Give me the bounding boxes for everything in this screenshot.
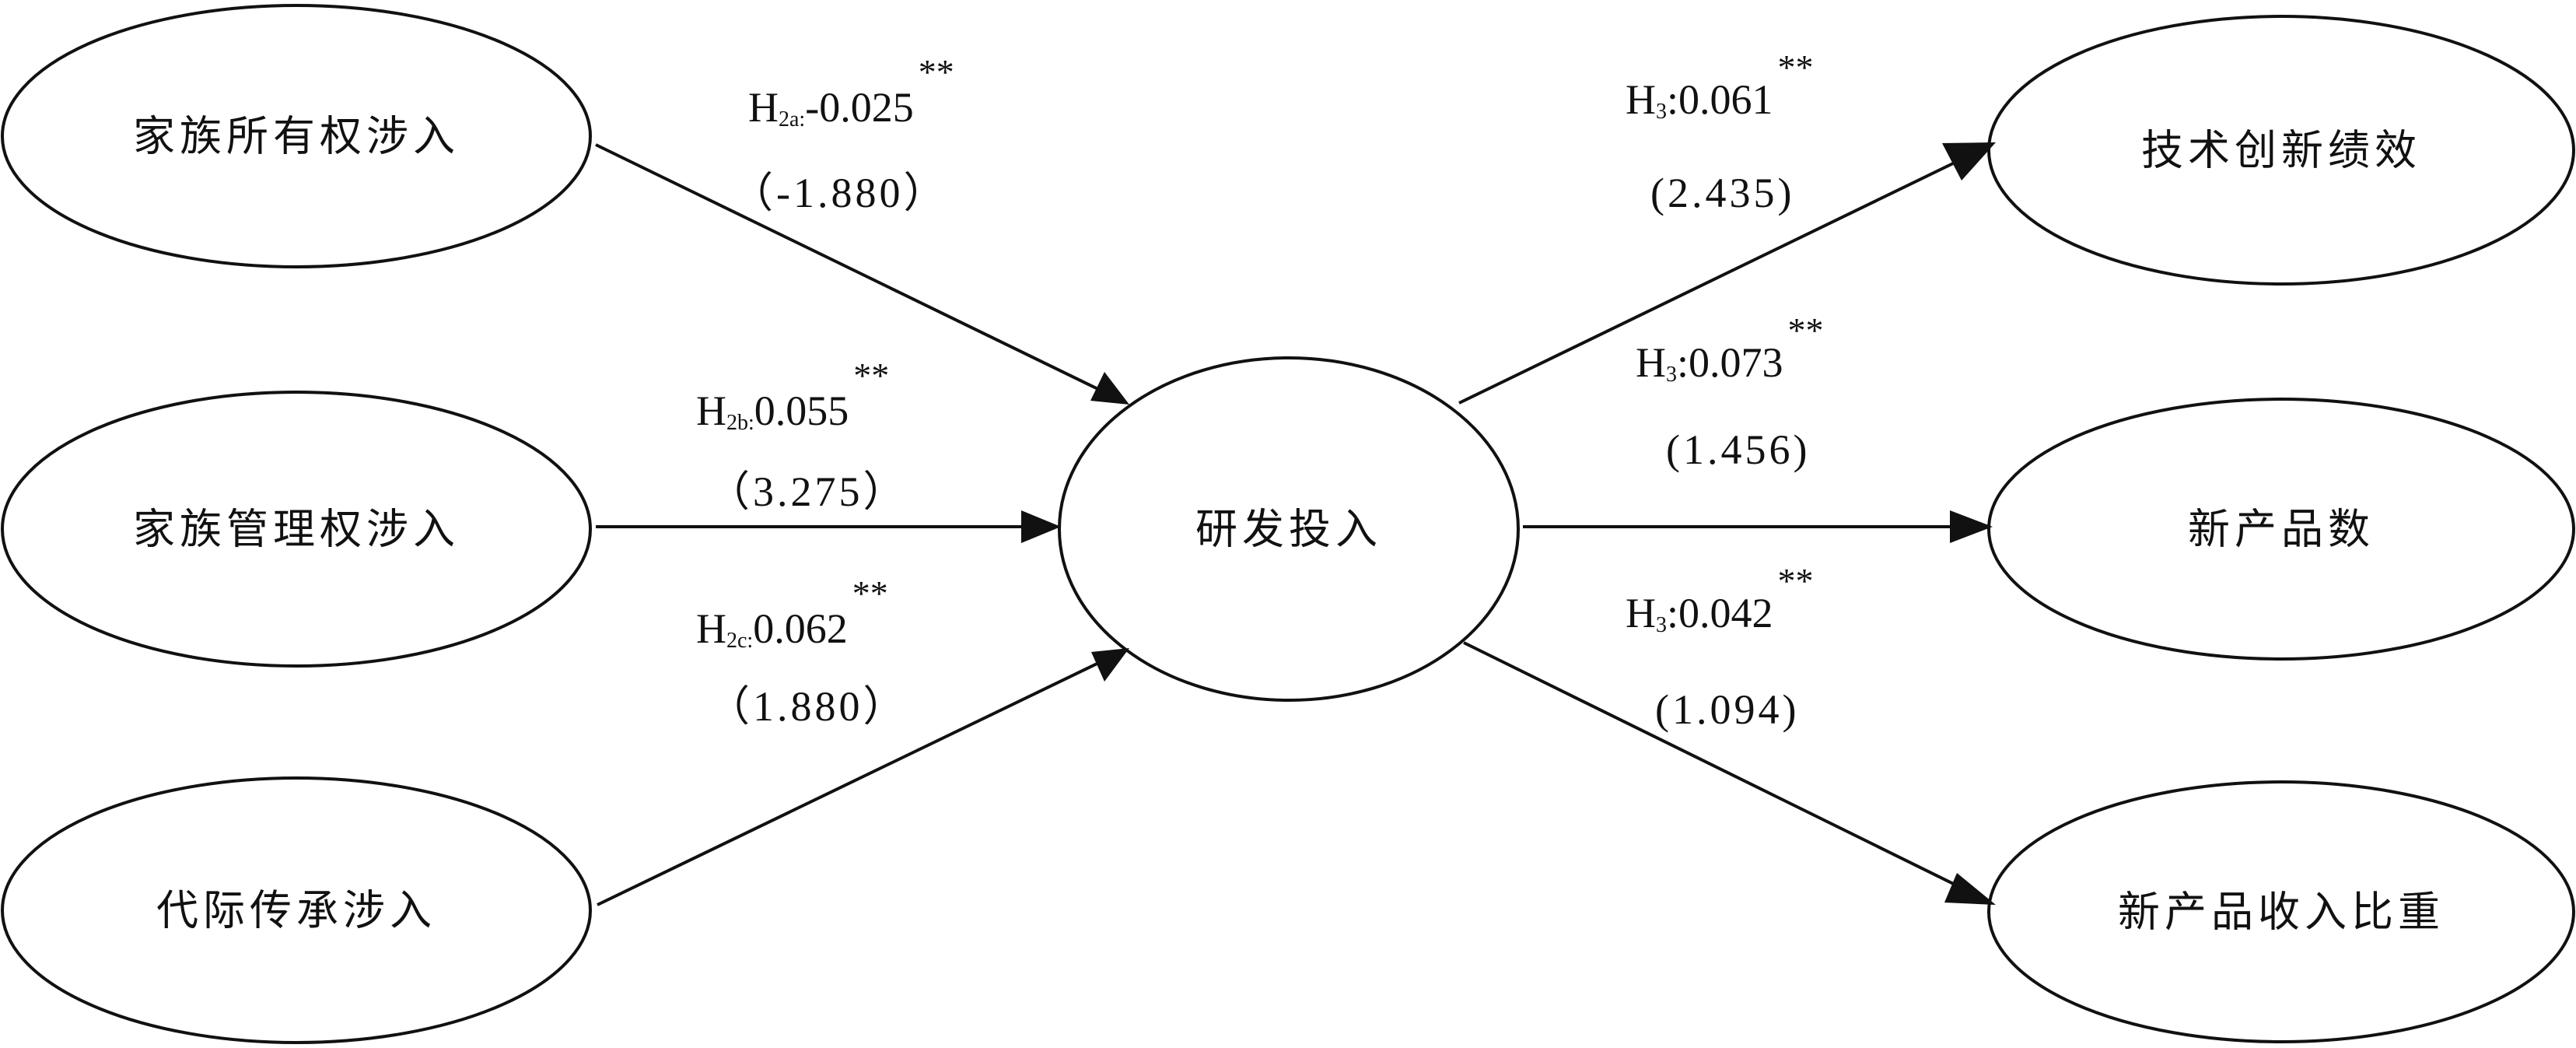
label-h2b-value: 0.055 [754,387,849,434]
node-new-product-revenue-shape [1987,780,2575,1043]
label-h2c: H2c:0.062** （1.880） [696,573,908,730]
node-intergenerational-label: 代际传承涉入 [156,886,436,935]
label-h3-products-value: :0.073 [1677,339,1783,386]
label-h3-products-tvalue: (1.456) [1666,426,1810,473]
edge-h3-revenue-line [1463,641,1976,896]
label-h2a-value: -0.025 [805,84,913,131]
edge-h2a-arrowhead [1090,372,1129,405]
label-h2c-tvalue: （1.880） [708,683,908,730]
label-h3-revenue-sub: 3 [1656,613,1667,637]
node-rd-investment: 研发投入 [1058,356,1520,702]
node-rd-investment-shape [1058,356,1520,702]
node-new-products: 新产品数 [1987,398,2575,661]
node-family-management: 家族管理权涉入 [1,391,592,668]
label-h3-revenue-letter: H [1626,590,1656,636]
label-h2a-coef: H2a:-0.025** [748,52,954,131]
label-h3-revenue-sig: ** [1778,561,1814,601]
label-h3-revenue-coef: H3:0.042** [1626,561,1814,637]
node-family-management-label: 家族管理权涉入 [133,505,460,554]
label-h2a-tvalue: （-1.880） [731,170,948,216]
label-h3-tech-value: :0.061 [1667,76,1773,123]
edge-h2b [596,510,1061,543]
label-h2b-sub: 2b: [726,411,754,435]
edge-h2a [595,143,1129,405]
label-h2b-letter: H [696,387,726,434]
label-h2b-coef: H2b:0.055** [696,356,889,435]
label-h3-tech-tvalue: (2.435) [1650,170,1794,216]
label-h2c-sub: 2c: [726,629,753,653]
label-h3-products: H3:0.073** (1.456) [1636,310,1824,473]
edge-h2c-line [597,657,1109,906]
label-h3-products-sig: ** [1788,310,1824,350]
label-h2b: H2b:0.055** （3.275） [696,356,908,515]
edge-h2c-arrowhead [1091,648,1129,682]
label-h3-tech-sub: 3 [1656,100,1667,124]
node-family-ownership-label: 家族所有权涉入 [133,112,460,161]
node-tech-innovation: 技术创新绩效 [1987,15,2575,286]
label-h3-products-coef: H3:0.073** [1636,310,1824,387]
edge-h3-revenue-arrowhead [1944,873,1996,905]
edge-h3-products [1523,510,1993,543]
edge-h3-revenue [1463,641,1996,905]
node-family-ownership: 家族所有权涉入 [1,4,592,268]
label-h2c-coef: H2c:0.062** [696,573,888,653]
edge-h3-products-arrowhead [1950,510,1993,543]
label-h2a-sub: 2a: [779,107,805,131]
label-h2a-sig: ** [919,52,954,92]
edge-h3-tech [1458,142,1996,405]
node-family-ownership-shape [1,4,592,268]
label-h2b-sig: ** [853,356,889,395]
edge-h3-tech-arrowhead [1942,142,1996,181]
node-family-management-shape [1,391,592,668]
label-h3-products-sub: 3 [1666,363,1677,387]
node-intergenerational-shape [1,776,592,1044]
label-h2a-letter: H [748,84,779,131]
edge-h2b-arrowhead [1021,510,1061,543]
label-h2a: H2a:-0.025** （-1.880） [731,52,954,216]
node-new-products-shape [1987,398,2575,661]
edge-h2c [597,648,1129,906]
node-new-products-label: 新产品数 [2188,505,2375,554]
node-intergenerational: 代际传承涉入 [1,776,592,1044]
label-h2b-tvalue: （3.275） [708,468,908,515]
edge-h2a-line [595,143,1108,395]
label-h2c-sig: ** [852,573,888,613]
label-h3-revenue: H3:0.042** (1.094) [1626,561,1814,733]
label-h2c-value: 0.062 [753,605,848,652]
node-new-product-revenue: 新产品收入比重 [1987,780,2575,1043]
label-h2c-letter: H [696,605,726,652]
label-h3-tech-letter: H [1626,76,1656,123]
edge-h3-tech-line [1458,151,1976,405]
label-h3-revenue-value: :0.042 [1667,590,1773,636]
node-new-product-revenue-label: 新产品收入比重 [2118,888,2445,937]
label-h3-revenue-tvalue: (1.094) [1655,686,1799,733]
node-rd-investment-label: 研发投入 [1195,505,1382,554]
label-h3-products-letter: H [1636,339,1666,386]
label-h3-tech-coef: H3:0.061** [1626,47,1814,124]
label-h3-tech: H3:0.061** (2.435) [1626,47,1814,216]
label-h3-tech-sig: ** [1778,47,1814,87]
node-tech-innovation-label: 技术创新绩效 [2141,126,2421,175]
